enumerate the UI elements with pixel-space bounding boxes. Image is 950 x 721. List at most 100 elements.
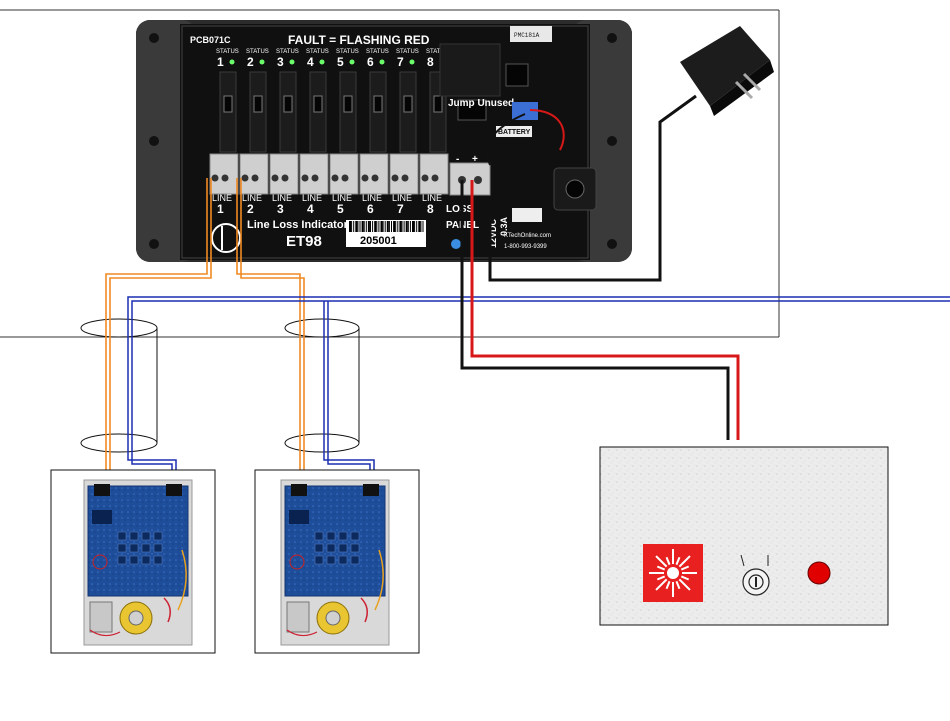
barcode-bar: [418, 221, 420, 232]
barcode-bar: [393, 221, 395, 232]
barcode-bar: [349, 221, 351, 232]
mount-hole: [149, 33, 159, 43]
model-number: ET98: [286, 233, 322, 250]
terminal-screw: [272, 175, 279, 182]
barcode-bar: [360, 221, 361, 232]
line-number: 5: [337, 202, 344, 216]
terminal-screw: [282, 175, 289, 182]
jumper: [254, 96, 262, 112]
jumper: [284, 96, 292, 112]
terminal-block: [300, 154, 328, 194]
barcode-bar: [366, 221, 367, 232]
line-number: 8: [427, 202, 434, 216]
chip-label: PMC181A: [514, 32, 540, 39]
battery-label: BATTERY: [498, 129, 531, 136]
status-number: 8: [427, 55, 434, 69]
device-box-2: [255, 470, 419, 653]
barcode-bar: [362, 221, 364, 232]
barcode-bar: [412, 221, 414, 232]
barcode-bar: [416, 221, 417, 232]
barcode-bar: [355, 221, 357, 232]
jump-unused-label: Jump Unused: [448, 98, 514, 109]
status-led: [320, 60, 325, 65]
loss-led: [451, 239, 461, 249]
terminal-screw: [342, 175, 349, 182]
status-led: [230, 60, 235, 65]
barcode-bar: [402, 221, 403, 232]
fuse: [512, 208, 542, 222]
plus-symbol: +: [472, 154, 478, 165]
loss-label: LOSS: [446, 204, 474, 215]
barcode-bar: [423, 221, 424, 232]
terminal-block: [270, 154, 298, 194]
terminal-screw: [392, 175, 399, 182]
barcode-bar: [385, 221, 386, 232]
terminal-screw: [312, 175, 319, 182]
terminal-block: [330, 154, 358, 194]
device-box-1: [51, 470, 215, 653]
barcode-bar: [387, 221, 389, 232]
mount-hole: [607, 136, 617, 146]
terminal-screw: [222, 175, 229, 182]
barcode-bar: [383, 221, 384, 232]
status-number: 2: [247, 55, 254, 69]
jumper: [374, 96, 382, 112]
conduit-1: [81, 319, 157, 452]
terminal-screw: [362, 175, 369, 182]
line-number: 1: [217, 202, 224, 216]
barcode-bar: [420, 221, 421, 232]
status-number: 1: [217, 55, 224, 69]
terminal-screw: [302, 175, 309, 182]
logic-section: [440, 44, 500, 96]
phone: 1-800-993-9399: [504, 244, 547, 250]
status-number: 7: [397, 55, 404, 69]
jumper: [404, 96, 412, 112]
barcode-bar: [372, 221, 373, 232]
status-led: [260, 60, 265, 65]
terminal-screw: [332, 175, 339, 182]
conduit-2: [285, 319, 359, 452]
barcode-bar: [353, 221, 354, 232]
terminal-screw: [252, 175, 259, 182]
barcode-bar: [370, 221, 371, 232]
mount-hole: [149, 136, 159, 146]
jumper: [224, 96, 232, 112]
barcode-bar: [408, 221, 409, 232]
terminal-block: [420, 154, 448, 194]
status-number: 3: [277, 55, 284, 69]
inductor: [506, 64, 528, 86]
status-led: [350, 60, 355, 65]
website: KTechOnline.com: [504, 233, 551, 239]
terminal-block: [360, 154, 388, 194]
barcode-bar: [406, 221, 408, 232]
fire-panel-board-icon: [281, 480, 389, 645]
line-number: 6: [367, 202, 374, 216]
barcode-bar: [351, 221, 352, 232]
terminal-block: [210, 154, 238, 194]
terminal-block: [240, 154, 268, 194]
barcode-bar: [364, 221, 365, 232]
terminal-screw: [212, 175, 219, 182]
barcode-bar: [410, 221, 411, 232]
barcode-bar: [414, 221, 415, 232]
mount-hole: [607, 33, 617, 43]
line-number: 7: [397, 202, 404, 216]
mount-hole: [149, 239, 159, 249]
terminal-screw: [402, 175, 409, 182]
barcode-bar: [389, 221, 390, 232]
serial-number: 205001: [360, 235, 397, 247]
status-number: 5: [337, 55, 344, 69]
product-title: Line Loss Indicator: [247, 219, 349, 231]
blue-wire-line2: [324, 301, 374, 484]
line-number: 3: [277, 202, 284, 216]
barcode-bar: [399, 221, 401, 232]
indicator-led-icon: [808, 562, 830, 584]
panel-terminal: [450, 163, 490, 195]
status-number: 6: [367, 55, 374, 69]
line-number: 2: [247, 202, 254, 216]
barcode-bar: [368, 221, 370, 232]
barcode-bar: [395, 221, 396, 232]
terminal-block: [390, 154, 418, 194]
barcode-bar: [397, 221, 398, 232]
status-number: 4: [307, 55, 314, 69]
